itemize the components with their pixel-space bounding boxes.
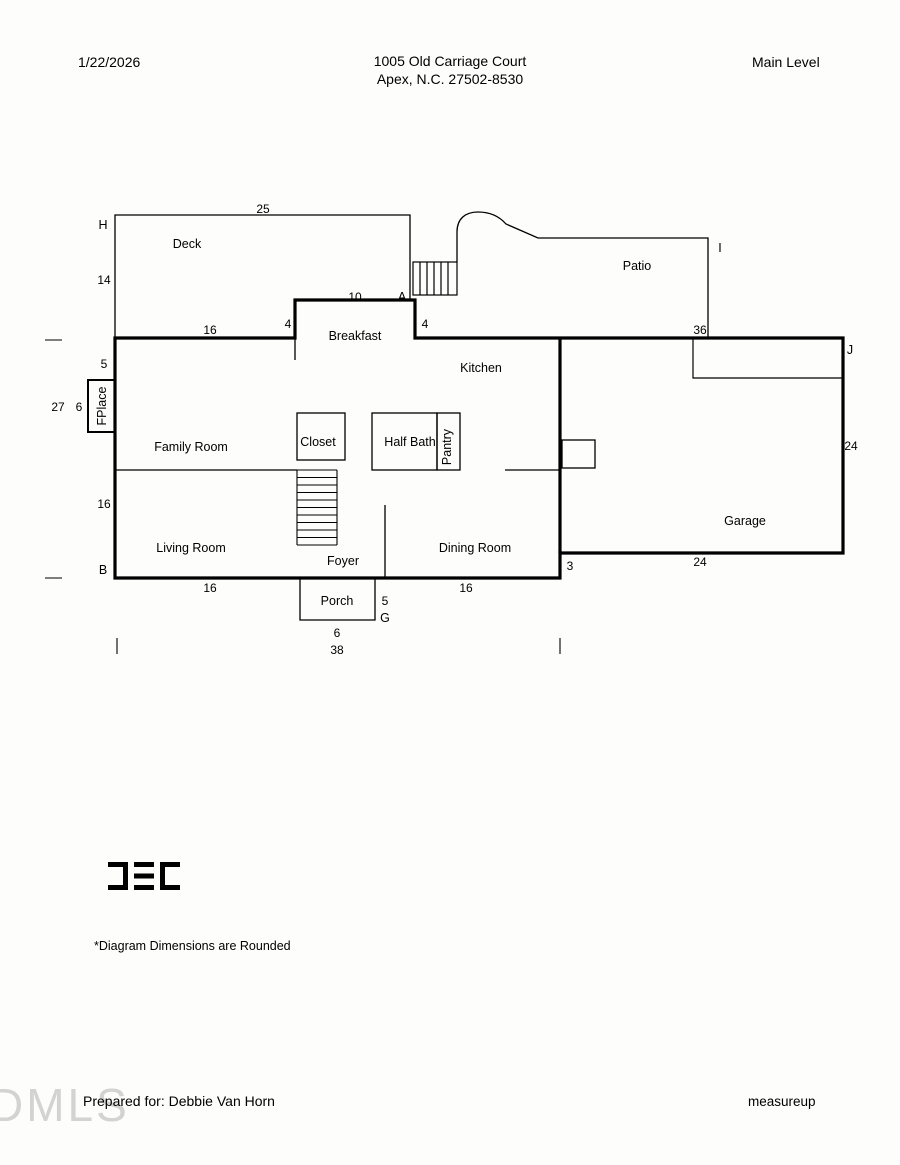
room-label-pantry: Pantry [439,428,454,466]
dim-garage-bottom: 24 [693,555,707,569]
marker-b: B [98,562,108,577]
dim-fireplace-width: 6 [75,400,83,414]
dim-garage-top: 36 [693,323,707,337]
marker-g: G [380,610,390,625]
dim-breakfast-top: 10 [348,290,362,304]
room-label-porch: Porch [320,593,354,608]
measureup-logo-icon [108,862,180,890]
room-label-foyer: Foyer [327,553,359,568]
measureup-brand-text: measureup [748,1094,816,1109]
dimensions-note: *Diagram Dimensions are Rounded [94,939,291,953]
level-title: Main Level [752,54,820,70]
room-label-closet: Closet [300,434,336,449]
prepared-for-text: Prepared for: Debbie Van Horn [83,1093,275,1109]
room-label-garage: Garage [724,513,766,528]
dim-garage-offset: 3 [566,559,574,573]
room-label-family-room: Family Room [154,439,228,454]
dim-bottom-left: 16 [203,581,217,595]
room-label-patio: Patio [622,258,652,273]
report-date: 1/22/2026 [78,54,141,70]
property-address-line1: 1005 Old Carriage Court [373,53,527,69]
room-label-fireplace: FPlace [94,386,109,426]
room-label-dining-room: Dining Room [438,540,512,555]
room-label-living-room: Living Room [156,540,226,555]
dim-porch-bottom: 6 [333,626,341,640]
dim-left-total: 27 [51,400,65,414]
dim-left-lower: 16 [97,497,111,511]
dim-deck-top: 25 [256,202,270,216]
dim-house-top-left: 16 [203,323,217,337]
dim-house-bottom-total: 38 [330,643,344,657]
dim-left-upper: 5 [100,357,108,371]
dim-bottom-right: 16 [459,581,473,595]
patio-outline [456,211,709,338]
deck-stairs [412,261,458,296]
room-label-breakfast: Breakfast [328,328,382,343]
dim-garage-right: 24 [844,439,858,453]
garage-step-box [561,439,596,469]
marker-h: H [98,217,108,232]
room-label-deck: Deck [172,236,202,251]
room-label-half-bath: Half Bath [384,434,436,449]
dim-porch-right: 5 [381,594,389,608]
dimension-ticks [45,339,561,654]
deck-outline [114,214,411,338]
staircase [296,469,338,546]
property-address-line2: Apex, N.C. 27502-8530 [376,71,524,87]
dim-deck-left: 14 [97,273,111,287]
garage-notch [692,338,843,379]
marker-a: A [397,289,407,304]
dmls-watermark: DMLS [0,1079,130,1131]
marker-j: J [846,342,854,357]
dim-breakfast-right: 4 [421,317,429,331]
room-label-kitchen: Kitchen [460,360,502,375]
marker-i: I [718,240,722,255]
dim-breakfast-left: 4 [284,317,292,331]
